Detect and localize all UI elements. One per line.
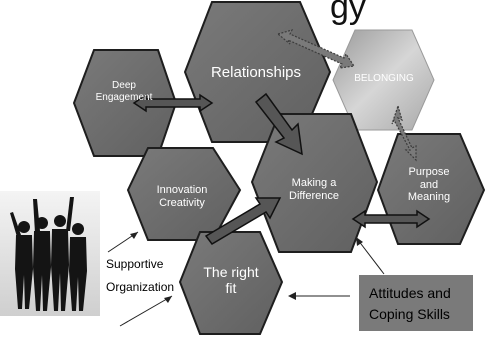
hex-belonging [332,29,435,131]
people-silhouette-image [0,191,100,316]
label-line: Relationships [210,64,302,81]
arrow-fit-difference [204,197,282,245]
label-line: BELONGING [354,73,414,84]
label-supportive: Supportive [106,257,164,271]
hex-the-right-fit [178,231,284,335]
label-purpose-and-meaning: Purpose and Meaning [392,166,466,204]
arrow-difference-purpose [351,209,431,229]
label-belonging: BELONGING [336,73,432,85]
hex-making-a-difference [250,113,379,253]
label-line: Purpose [408,166,450,178]
label-organization: Organization [106,280,175,294]
callout-line-1: Attitudes and [369,285,451,301]
label-line: The right [203,264,259,280]
label-line: Meaning [407,191,451,204]
arrow-relationships-difference [254,92,303,156]
label-line: fit [225,280,237,297]
label-relationships: Relationships [196,64,316,81]
label-line: Making a [291,177,337,189]
label-line: Engagement [95,91,153,103]
title-fragment: gy [330,0,366,26]
pointer-to-the-right-fit [119,295,173,327]
label-line: Innovation [156,184,208,196]
label-innovation-creativity: Innovation Creativity [140,184,224,209]
label-deep-engagement: Deep Engagement [84,80,164,103]
label-line: Difference [289,189,339,202]
label-line: Deep [112,80,136,91]
arrow-engagement-relationships [132,93,214,113]
arrow-belonging-purpose [391,103,417,162]
pointer-callout-to-difference [356,237,385,275]
pointer-to-innovation [107,231,139,253]
arrow-relationships-belonging [276,29,356,69]
callout-line-2: Coping Skills [369,306,450,322]
label-making-a-difference: Making a Difference [268,177,360,202]
label-line: Creativity [159,196,205,209]
callout-attitudes-coping-skills: Attitudes and Coping Skills [359,275,473,331]
label-line: and [419,178,439,191]
label-the-right-fit: The right fit [190,264,272,296]
pointer-callout-to-fit [288,292,350,300]
